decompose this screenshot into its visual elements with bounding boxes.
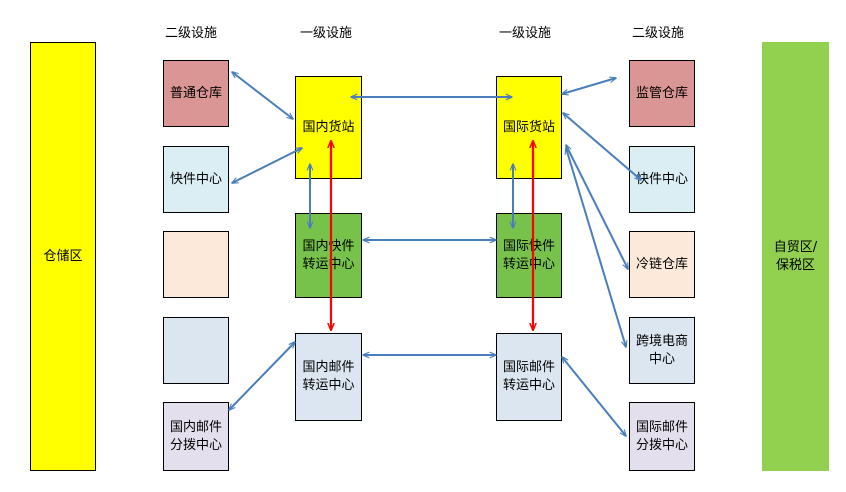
cold-chain-warehouse[interactable]: 冷链仓库 [629,231,695,298]
international-express-center-label: 快件中心 [635,171,688,187]
domestic-express-center[interactable]: 快件中心 [163,146,229,213]
international-mail-sort-line2: 分拨中心 [635,437,688,453]
international-mail-transfer-line1: 国际邮件 [502,360,555,375]
arrow-general-warehouse-to-domestic-cargo [232,72,293,119]
ftz-zone-label-line2: 保税区 [775,257,815,273]
international-cargo-station-label: 国际货站 [502,119,555,135]
domestic-mail-transfer[interactable]: 国内邮件 转运中心 [295,333,362,421]
cross-border-ecommerce-line2: 中心 [648,351,675,367]
international-express-transfer[interactable]: 国际快件 转运中心 [496,213,562,298]
domestic-cargo-station-label: 国内货站 [302,119,355,135]
domestic-mail-sort-label-line1: 国内邮件 [169,419,222,435]
international-express-center[interactable]: 快件中心 [629,146,695,213]
domestic-mail-sort-center[interactable]: 国内邮件 分拨中心 [163,402,229,471]
domestic-express-transfer[interactable]: 国内快件 转运中心 [295,213,362,298]
international-express-transfer-line2: 转运中心 [502,256,555,272]
arrow-domestic-mail-transfer-to-sort [229,342,295,410]
domestic-express-transfer-line2: 转运中心 [302,256,355,272]
international-mail-transfer-line2: 转运中心 [502,378,555,393]
storage-zone[interactable]: 仓储区 [30,42,96,471]
international-cargo-station[interactable]: 国际货站 [496,76,562,179]
cross-border-ecommerce-center[interactable]: 跨境电商 中心 [629,317,695,384]
empty-facility-peach[interactable] [163,231,229,298]
ftz-zone-label-line1: 自贸区/ [773,239,818,255]
arrow-international-cargo-to-ecommerce [566,148,626,347]
cold-chain-warehouse-label: 冷链仓库 [635,256,688,272]
left-secondary-header: 二级设施 [165,26,218,41]
domestic-mail-transfer-line1: 国内邮件 [302,360,355,375]
international-mail-transfer[interactable]: 国际邮件 转运中心 [496,333,562,421]
domestic-mail-transfer-line2: 转运中心 [302,378,355,393]
bonded-warehouse[interactable]: 监管仓库 [629,60,695,127]
international-express-transfer-line1: 国际快件 [502,238,555,254]
arrow-express-center-to-domestic-cargo [232,148,302,183]
international-mail-sort-line1: 国际邮件 [635,419,688,435]
domestic-express-center-label: 快件中心 [169,171,222,187]
arrow-international-cargo-to-cold-chain [566,145,628,269]
right-primary-header: 一级设施 [499,26,552,41]
international-mail-sort-center[interactable]: 国际邮件 分拨中心 [629,402,695,471]
empty-facility-blue[interactable] [163,317,229,384]
bonded-warehouse-label: 监管仓库 [635,85,688,101]
general-warehouse-label: 普通仓库 [169,85,222,101]
storage-zone-label: 仓储区 [43,248,83,264]
arrow-international-mail-transfer-to-sort [562,357,626,436]
general-warehouse[interactable]: 普通仓库 [163,60,229,127]
ftz-zone[interactable]: 自贸区/ 保税区 [762,42,829,471]
left-primary-header: 一级设施 [300,26,353,41]
domestic-mail-sort-label-line2: 分拨中心 [169,437,222,453]
domestic-cargo-station[interactable]: 国内货站 [295,76,362,179]
arrow-international-cargo-to-bonded [562,78,616,94]
right-secondary-header: 二级设施 [632,26,685,41]
cross-border-ecommerce-line1: 跨境电商 [635,333,688,349]
domestic-express-transfer-line1: 国内快件 [302,238,355,254]
